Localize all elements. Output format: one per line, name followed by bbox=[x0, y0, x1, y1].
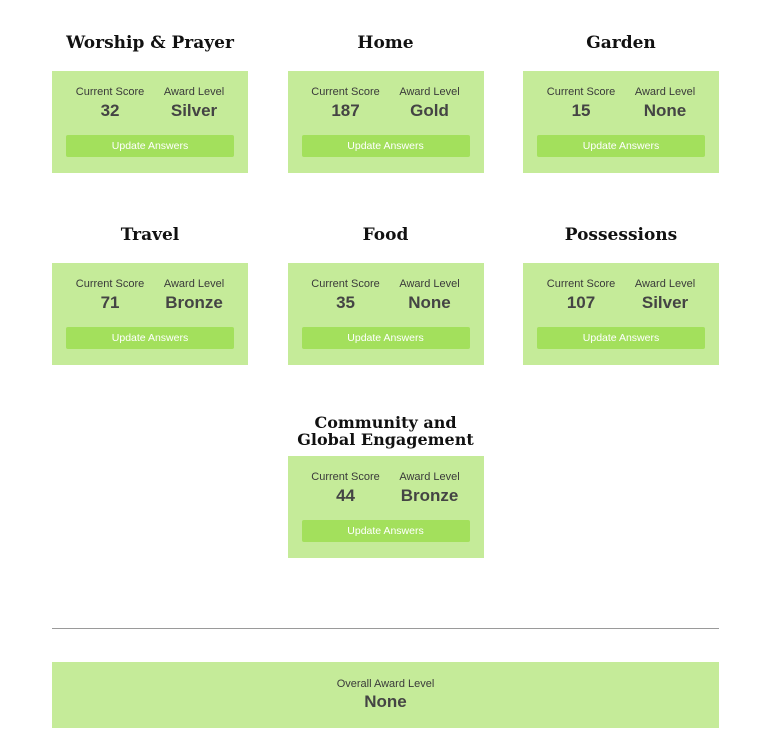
category-worship-prayer: Worship & Prayer Current Score 32 Award … bbox=[52, 30, 248, 222]
category-title: Possessions bbox=[564, 225, 678, 245]
score-card: Current Score 35 Award Level None Update… bbox=[287, 263, 484, 365]
current-score: Current Score 71 bbox=[76, 278, 144, 314]
card-stats: Current Score 107 Award Level Silver bbox=[537, 278, 705, 314]
current-score: Current Score 187 bbox=[311, 86, 379, 122]
current-score-label: Current Score bbox=[546, 86, 616, 98]
current-score: Current Score 107 bbox=[547, 278, 615, 314]
category-possessions: Possessions Current Score 107 Award Leve… bbox=[523, 222, 719, 414]
category-community-global-engagement: Community and Global Engagement Current … bbox=[287, 413, 484, 558]
award-level-label: Award Level bbox=[163, 278, 225, 290]
current-score-value: 32 bbox=[100, 101, 120, 120]
category-garden: Garden Current Score 15 Award Level None… bbox=[523, 30, 719, 222]
award-level: Award Level None bbox=[635, 86, 695, 122]
award-level: Award Level Gold bbox=[399, 86, 459, 122]
current-score-label: Current Score bbox=[311, 471, 380, 483]
award-level-label: Award Level bbox=[634, 278, 696, 290]
current-score: Current Score 32 bbox=[76, 86, 144, 122]
category-title: Travel bbox=[120, 225, 180, 245]
overall-award-value: None bbox=[364, 692, 407, 711]
categories-grid: Worship & Prayer Current Score 32 Award … bbox=[52, 30, 719, 558]
current-score-value: 71 bbox=[100, 293, 120, 312]
award-level-value: Silver bbox=[641, 293, 689, 312]
category-row: Travel Current Score 71 Award Level Bron… bbox=[52, 222, 719, 414]
update-answers-button[interactable]: Update Answers bbox=[537, 135, 705, 157]
current-score-label: Current Score bbox=[546, 278, 616, 290]
category-title: Garden bbox=[586, 33, 656, 53]
card-stats: Current Score 187 Award Level Gold bbox=[302, 86, 470, 122]
card-stats: Current Score 15 Award Level None bbox=[537, 86, 705, 122]
award-level-label: Award Level bbox=[634, 86, 696, 98]
award-level-label: Award Level bbox=[163, 86, 225, 98]
current-score: Current Score 44 bbox=[311, 471, 379, 507]
update-answers-button[interactable]: Update Answers bbox=[301, 135, 470, 157]
update-answers-button[interactable]: Update Answers bbox=[301, 520, 470, 542]
current-score-value: 44 bbox=[336, 486, 355, 505]
award-level-value: None bbox=[408, 293, 451, 312]
update-answers-button[interactable]: Update Answers bbox=[66, 135, 234, 157]
current-score-value: 187 bbox=[331, 101, 360, 120]
award-level-value: Gold bbox=[410, 101, 449, 120]
category-row: Worship & Prayer Current Score 32 Award … bbox=[52, 30, 719, 222]
award-level: Award Level Bronze bbox=[164, 278, 224, 314]
category-row: Community and Global Engagement Current … bbox=[52, 414, 719, 558]
award-level: Award Level Silver bbox=[164, 86, 224, 122]
current-score-label: Current Score bbox=[311, 278, 380, 290]
current-score: Current Score 15 bbox=[547, 86, 615, 122]
category-home: Home Current Score 187 Award Level Gold … bbox=[287, 30, 484, 222]
card-stats: Current Score 44 Award Level Bronze bbox=[302, 471, 470, 507]
current-score-value: 107 bbox=[566, 293, 596, 312]
current-score-value: 15 bbox=[571, 101, 591, 120]
award-level: Award Level Bronze bbox=[399, 471, 459, 507]
current-score-label: Current Score bbox=[75, 278, 145, 290]
update-answers-button[interactable]: Update Answers bbox=[66, 327, 234, 349]
overall-award-panel: Overall Award Level None bbox=[52, 662, 719, 728]
current-score: Current Score 35 bbox=[311, 278, 379, 314]
update-answers-button[interactable]: Update Answers bbox=[537, 327, 705, 349]
category-title: Community and Global Engagement bbox=[297, 413, 474, 449]
card-stats: Current Score 35 Award Level None bbox=[302, 278, 470, 314]
category-title: Worship & Prayer bbox=[66, 33, 234, 53]
award-level: Award Level Silver bbox=[635, 278, 695, 314]
award-level-label: Award Level bbox=[399, 471, 460, 483]
category-title: Food bbox=[362, 225, 409, 245]
score-card: Current Score 71 Award Level Bronze Upda… bbox=[52, 263, 248, 365]
category-food: Food Current Score 35 Award Level None U… bbox=[287, 222, 484, 414]
score-card: Current Score 44 Award Level Bronze Upda… bbox=[287, 456, 484, 558]
category-title: Home bbox=[357, 33, 414, 53]
update-answers-button[interactable]: Update Answers bbox=[301, 327, 470, 349]
award-level-label: Award Level bbox=[399, 86, 460, 98]
card-stats: Current Score 32 Award Level Silver bbox=[66, 86, 234, 122]
award-level-value: Silver bbox=[170, 101, 218, 120]
award-level-value: Bronze bbox=[400, 486, 459, 505]
current-score-label: Current Score bbox=[75, 86, 145, 98]
current-score-label: Current Score bbox=[311, 86, 380, 98]
award-level-label: Award Level bbox=[399, 278, 460, 290]
score-card: Current Score 187 Award Level Gold Updat… bbox=[287, 71, 484, 173]
card-stats: Current Score 71 Award Level Bronze bbox=[66, 278, 234, 314]
award-level: Award Level None bbox=[399, 278, 459, 314]
category-travel: Travel Current Score 71 Award Level Bron… bbox=[52, 222, 248, 414]
current-score-value: 35 bbox=[336, 293, 355, 312]
score-card: Current Score 107 Award Level Silver Upd… bbox=[523, 263, 719, 365]
score-card: Current Score 32 Award Level Silver Upda… bbox=[52, 71, 248, 173]
score-card: Current Score 15 Award Level None Update… bbox=[523, 71, 719, 173]
award-level-value: None bbox=[643, 101, 687, 120]
overall-award-label: Overall Award Level bbox=[336, 678, 435, 690]
section-divider bbox=[52, 628, 719, 629]
award-level-value: Bronze bbox=[165, 293, 223, 312]
